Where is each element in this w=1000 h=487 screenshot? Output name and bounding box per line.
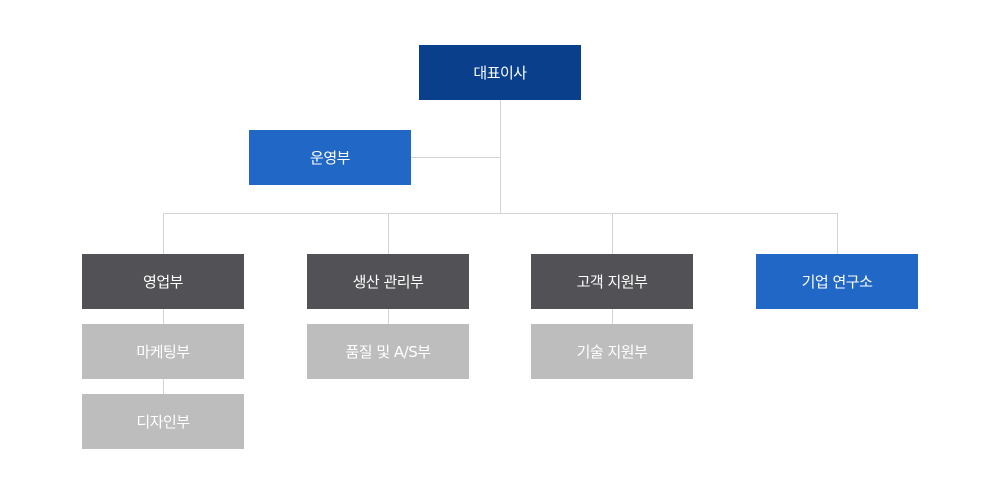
design-box: 디자인부: [82, 394, 244, 449]
research-lab-box: 기업 연구소: [756, 254, 918, 309]
marketing-label: 마케팅부: [136, 343, 190, 361]
quality-as-label: 품질 및 A/S부: [345, 343, 431, 361]
customer-support-dept-label: 고객 지원부: [576, 273, 648, 291]
connector-support-sub: [612, 309, 613, 324]
design-label: 디자인부: [136, 413, 190, 431]
connector-dept-1: [163, 213, 164, 254]
connector-ceo-trunk: [500, 100, 501, 213]
connector-dept-2: [388, 213, 389, 254]
connector-dept-bus: [163, 213, 838, 214]
tech-support-box: 기술 지원부: [531, 324, 693, 379]
customer-support-dept-box: 고객 지원부: [531, 254, 693, 309]
operations-box: 운영부: [249, 130, 411, 185]
marketing-box: 마케팅부: [82, 324, 244, 379]
research-lab-label: 기업 연구소: [801, 273, 873, 291]
connector-dept-4: [837, 213, 838, 254]
tech-support-label: 기술 지원부: [576, 343, 648, 361]
production-dept-box: 생산 관리부: [307, 254, 469, 309]
sales-dept-label: 영업부: [143, 273, 183, 291]
operations-label: 운영부: [310, 149, 350, 167]
ceo-box: 대표이사: [419, 45, 581, 100]
ceo-label: 대표이사: [473, 64, 527, 82]
connector-dept-3: [612, 213, 613, 254]
production-dept-label: 생산 관리부: [352, 273, 424, 291]
connector-staff-branch: [411, 157, 500, 158]
sales-dept-box: 영업부: [82, 254, 244, 309]
quality-as-box: 품질 및 A/S부: [307, 324, 469, 379]
connector-production-sub: [388, 309, 389, 324]
